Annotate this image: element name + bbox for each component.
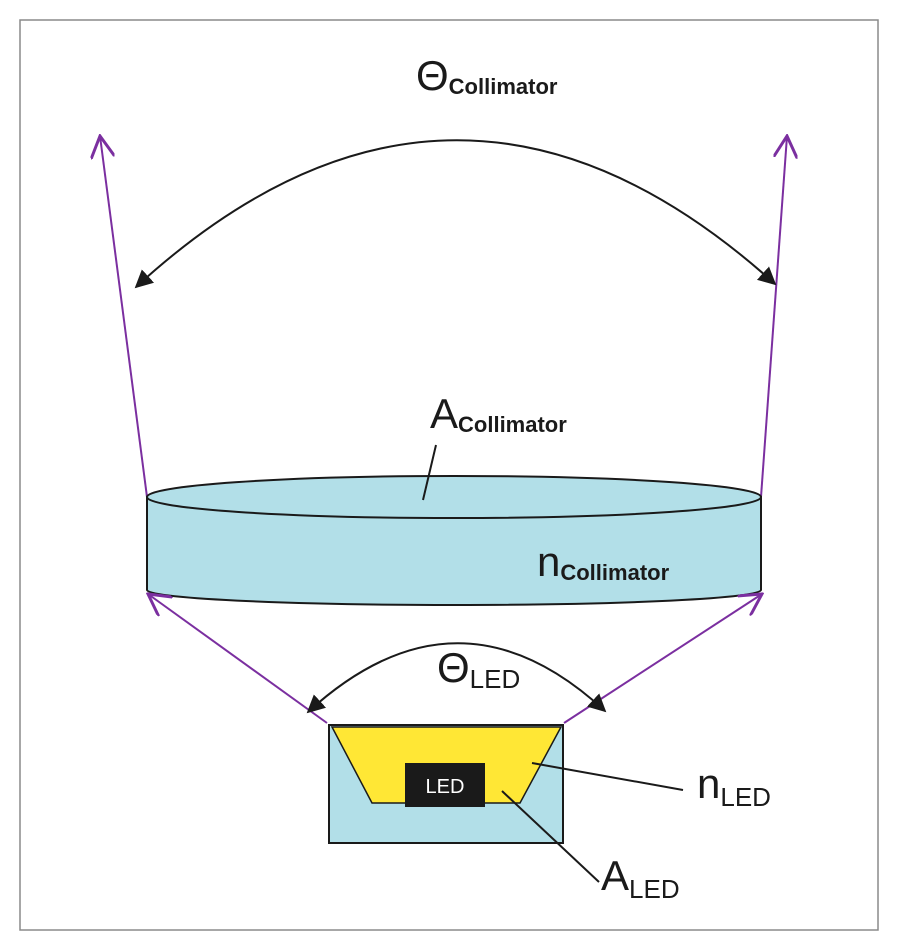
- led-chip-label: LED: [426, 776, 465, 798]
- collimator-top-surface: [146, 475, 762, 519]
- n-led-label: nLED: [697, 760, 771, 812]
- n-collimator-label: nCollimator: [537, 538, 670, 585]
- ray-upper-left: [100, 136, 148, 498]
- area-collimator-label: ACollimator: [430, 390, 567, 437]
- area-collimator-leader: [422, 444, 437, 501]
- area-led-label: ALED: [601, 852, 680, 904]
- led-chip: [405, 763, 485, 807]
- theta-led-arc: [306, 642, 607, 714]
- ray-upper-right: [760, 136, 787, 498]
- area-led-leader: [501, 790, 600, 883]
- theta-led-label: ΘLED: [437, 644, 520, 694]
- theta-collimator-label: ΘCollimator: [416, 52, 558, 99]
- collimator-body: [146, 475, 762, 606]
- ray-lower-left: [148, 594, 328, 724]
- n-led-leader: [531, 762, 684, 791]
- theta-collimator-arc: [134, 139, 777, 289]
